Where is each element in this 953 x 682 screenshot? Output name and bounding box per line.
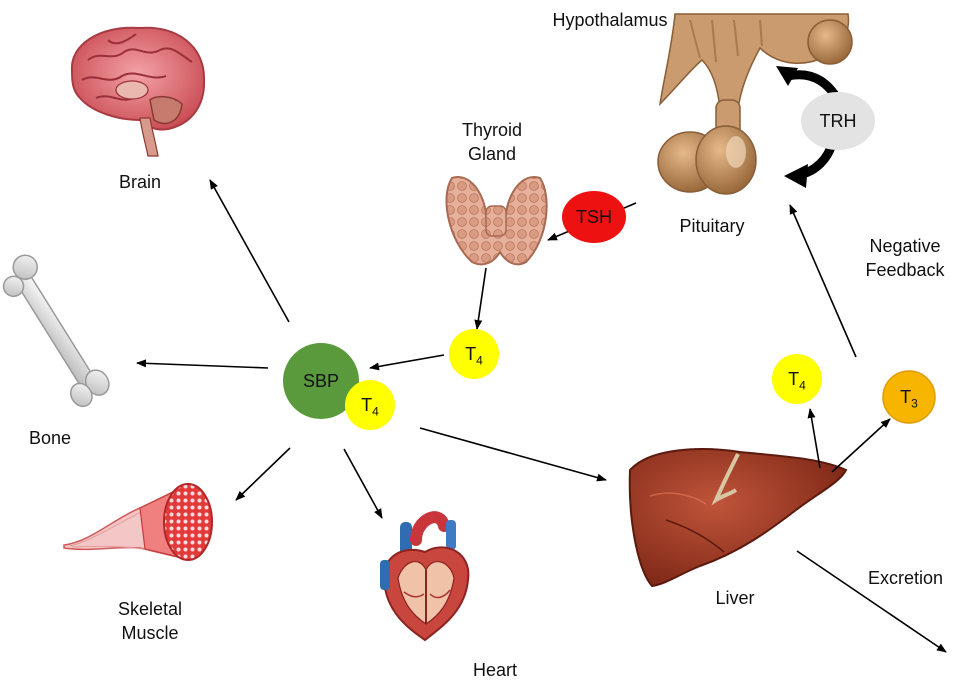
bone-label: Bone [10,426,90,450]
negative-feedback-label: Negative Feedback [850,234,953,282]
hypothalamus-label: Hypothalamus [525,8,695,32]
arrow-sbp-to-muscle [236,448,290,500]
arrow-liver-to-t3 [832,419,890,472]
t4-label-thyroid: T4 [449,342,499,373]
t4-label-sbp: T4 [345,393,395,424]
arrows [137,180,946,652]
arrow-sbp-to-bone [137,363,268,368]
thyroid-illustration [446,177,546,264]
arrow-sbp-to-brain [210,180,289,322]
bone-illustration [0,251,115,411]
liver-label: Liver [700,586,770,610]
sbp-label: SBP [291,369,351,393]
brain-illustration [72,28,204,156]
arrow-sbp-to-heart [344,449,382,518]
t4-label-liver: T4 [772,367,822,398]
arrow-sbp-to-liver [420,428,606,480]
excretion-label: Excretion [858,566,953,590]
brain-label: Brain [100,170,180,194]
pituitary-label: Pituitary [652,214,772,238]
arrow-t4-to-sbp [370,355,444,368]
arrow-negative-feedback [790,205,856,357]
heart-illustration [380,517,468,640]
liver-illustration [630,449,846,586]
arrow-thyroid-to-t4 [477,268,486,329]
heart-label: Heart [450,658,540,682]
thyroid-gland-label: Thyroid Gland [437,118,547,166]
skeletal-muscle-illustration [64,484,212,560]
t3-label-liver: T3 [884,385,934,416]
skeletal-muscle-label: Skeletal Muscle [95,597,205,645]
tsh-label: TSH [564,205,624,229]
trh-label: TRH [808,109,868,133]
